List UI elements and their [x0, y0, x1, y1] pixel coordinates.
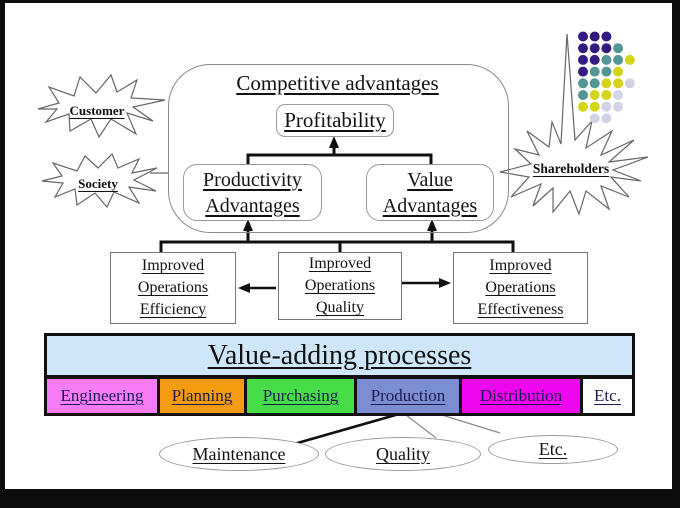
maintenance-label: Maintenance	[192, 443, 286, 464]
competitive-advantages-title: Competitive advantages	[236, 71, 439, 95]
efficiency-line-3: Efficiency	[139, 301, 207, 318]
value-adding-bar: Value-adding processes	[44, 333, 635, 378]
competitive-advantages-container	[168, 64, 509, 233]
process-label-planning: Planning	[171, 386, 233, 405]
process-cell: Purchasing	[244, 376, 357, 416]
process-label-production: Production	[370, 386, 446, 405]
quality-line-2: Operations	[304, 277, 376, 294]
efficiency-line-1: Improved	[141, 257, 205, 274]
left-frame-bar	[0, 0, 5, 508]
value-line-2: Advantages	[382, 194, 478, 217]
process-cell: Distribution	[459, 376, 583, 416]
customer-label: Customer	[69, 103, 125, 118]
effectiveness-line-1: Improved	[489, 257, 552, 274]
profitability-label: Profitability	[284, 108, 386, 132]
effectiveness-line-2: Operations	[485, 279, 556, 296]
process-label-distribution: Distribution	[479, 386, 563, 405]
value-advantages-box: Value Advantages	[366, 164, 494, 221]
etc-ellipse: Etc.	[488, 435, 618, 464]
bottom-frame-bar	[0, 489, 680, 508]
shareholders-starburst	[499, 33, 649, 216]
quality-line-1: Improved	[308, 255, 372, 272]
upper-bracket	[246, 153, 433, 166]
process-label-engineering: Engineering	[60, 386, 144, 405]
improved-operations-quality-box: Improved Operations Quality	[278, 252, 402, 320]
shareholders-label: Shareholders	[532, 161, 610, 176]
process-cell: Etc.	[580, 376, 635, 416]
process-label-purchasing: Purchasing	[262, 386, 339, 405]
production-to-quality-line	[405, 414, 437, 439]
top-frame-bar	[0, 0, 680, 3]
process-row: Engineering Planning Purchasing Producti…	[44, 376, 635, 416]
etc-label: Etc.	[538, 439, 568, 459]
left-arrowhead	[238, 283, 250, 293]
lower-bracket	[159, 240, 515, 252]
right-arrowhead	[439, 278, 451, 288]
process-cell: Engineering	[44, 376, 160, 416]
society-label: Society	[78, 176, 118, 191]
value-line-1: Value	[407, 168, 453, 191]
right-frame-bar	[672, 0, 680, 508]
dot-grid-decoration	[578, 31, 635, 124]
efficiency-line-2: Operations	[137, 279, 209, 296]
value-arrowhead	[427, 219, 437, 231]
quality-ellipse: Quality	[325, 437, 481, 471]
productivity-arrowhead	[243, 219, 253, 231]
process-cell: Production	[354, 376, 462, 416]
quality-line-3: Quality	[316, 299, 364, 316]
profitability-box: Profitability	[276, 104, 394, 137]
process-label-etc: Etc.	[594, 386, 621, 405]
production-to-etc-line	[441, 414, 501, 434]
customer-starburst	[37, 73, 166, 139]
value-adding-title: Value-adding processes	[207, 339, 472, 371]
production-to-maintenance-line	[293, 412, 400, 446]
improved-operations-efficiency-box: Improved Operations Efficiency	[110, 252, 236, 324]
maintenance-ellipse: Maintenance	[159, 437, 319, 471]
quality-label: Quality	[376, 443, 430, 464]
productivity-line-1: Productivity	[203, 168, 302, 191]
process-cell: Planning	[157, 376, 247, 416]
productivity-advantages-box: Productivity Advantages	[183, 164, 322, 221]
society-starburst	[41, 152, 158, 209]
productivity-line-2: Advantages	[205, 194, 300, 217]
improved-operations-effectiveness-box: Improved Operations Effectiveness	[453, 252, 588, 324]
profitability-arrowhead	[329, 136, 339, 148]
effectiveness-line-3: Effectiveness	[477, 301, 564, 318]
